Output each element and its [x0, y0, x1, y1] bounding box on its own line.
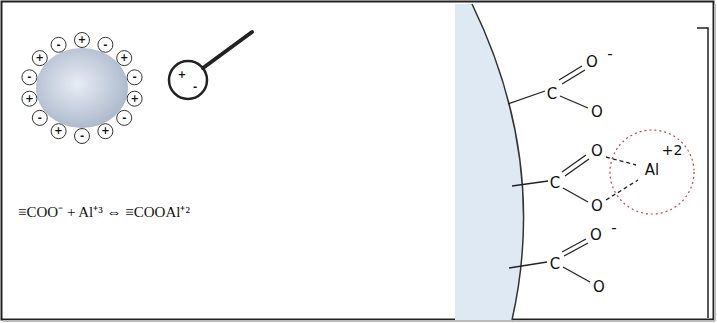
atom-label: O	[591, 144, 603, 159]
particle	[36, 48, 128, 128]
charge-sign: +	[36, 53, 44, 63]
charge-sign: -	[133, 72, 137, 82]
atom-label: O	[586, 55, 598, 70]
charge-sign: -	[193, 82, 197, 92]
charge-circle	[117, 110, 132, 125]
charge-circle	[127, 91, 142, 106]
charge-circle	[51, 37, 66, 52]
charge-circle	[98, 37, 113, 52]
bracket	[697, 28, 708, 318]
charge-sign: +	[54, 126, 62, 136]
atom-label: O	[590, 228, 602, 243]
charge-sign: +	[25, 94, 33, 104]
charge-sign: +	[101, 126, 109, 136]
atom-label: O	[591, 199, 603, 214]
surface	[455, 4, 524, 320]
charge-circle	[22, 70, 37, 85]
charge-circle	[75, 129, 90, 144]
charge-circle	[32, 51, 47, 66]
charge-sign: +	[120, 53, 128, 63]
carboxyl-group	[508, 66, 588, 108]
atom-label: C	[550, 257, 560, 272]
charge-sign: -	[56, 40, 60, 50]
charge-sign: -	[122, 113, 126, 123]
atom-label: O	[593, 280, 605, 295]
charge-circle	[127, 70, 142, 85]
charge-circle	[22, 91, 37, 106]
frame	[2, 2, 714, 320]
charge-sign: -	[103, 40, 107, 50]
atom-label: -	[607, 47, 612, 62]
ion-sphere	[610, 130, 694, 214]
charge-sign: +	[78, 35, 86, 45]
atom-label: -	[611, 221, 616, 236]
atom-label: +2	[662, 143, 683, 157]
carboxyl-group	[509, 239, 590, 282]
atom-label: O	[591, 105, 603, 120]
atom-label: C	[550, 176, 560, 191]
charge-circle	[51, 124, 66, 139]
equation: ≡COO⁻ + Al⁺³ ⇔ ≡COOAl⁺²	[18, 205, 190, 220]
charge-sign: -	[38, 113, 42, 123]
charge-circle	[75, 33, 90, 48]
carboxyl-group	[512, 155, 638, 202]
charge-circle	[117, 51, 132, 66]
magnifier	[169, 61, 207, 99]
charge-sign: -	[80, 131, 84, 141]
charge-circle	[98, 124, 113, 139]
charge-sign: -	[27, 72, 31, 82]
charge-sign: +	[130, 94, 138, 104]
atom-label: C	[547, 87, 557, 102]
charge-circle	[32, 110, 47, 125]
atom-label: Al	[645, 163, 659, 178]
charge-sign: +	[178, 70, 186, 80]
